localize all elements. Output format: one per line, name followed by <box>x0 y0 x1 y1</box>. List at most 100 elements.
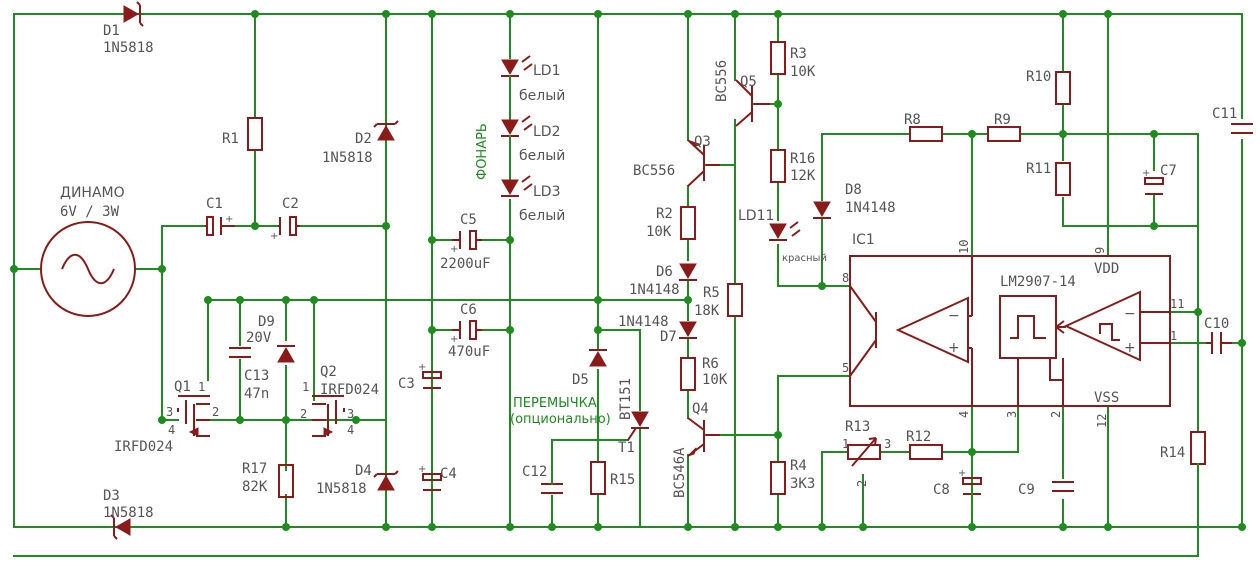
resistor-r16: R16 12K <box>770 149 816 184</box>
c6-ref: C6 <box>460 302 477 318</box>
capacitor-c5: + C5 2200uF <box>440 212 491 272</box>
r13-pin2: 2 <box>855 480 869 487</box>
c9-ref: C9 <box>1018 482 1035 498</box>
ic1-lm2907: − + − + IC1 LM2907-14 VDD VSS 8 5 10 9 1… <box>842 232 1184 428</box>
ld2-ref: LD2 <box>533 124 561 140</box>
r13-ref: R13 <box>845 419 870 435</box>
opamp2-plus: + <box>1124 340 1136 356</box>
r15-ref: R15 <box>610 472 635 488</box>
c13-value: 47n <box>244 386 269 402</box>
ld1-ref: LD1 <box>533 63 561 79</box>
c11-ref: C11 <box>1212 106 1237 122</box>
q2-value: IRFD024 <box>320 382 379 398</box>
opamp1-minus: − <box>948 308 960 324</box>
wires <box>13 13 1243 557</box>
r12-ref: R12 <box>906 429 931 445</box>
resistor-r9: R9 <box>987 112 1021 142</box>
led-ld1: LD1 белый <box>501 55 565 104</box>
resistor-r5: R5 18K <box>694 283 743 319</box>
d6-value: 1N4148 <box>629 282 680 298</box>
r2-ref: R2 <box>656 206 673 222</box>
diode-d4: D4 1N5818 <box>316 463 399 497</box>
d7-value: 1N4148 <box>618 314 669 330</box>
r13-pin1: 1 <box>842 437 849 451</box>
d9-value: 20V <box>246 330 272 346</box>
resistor-r12: R12 <box>906 429 943 460</box>
q1-value: IRFD024 <box>114 439 173 455</box>
ic1-pin11: 11 <box>1170 297 1184 311</box>
ic1-pin9: 9 <box>1093 247 1107 254</box>
r16-ref: R16 <box>790 151 815 167</box>
d3-ref: D3 <box>103 488 120 504</box>
r6-ref: R6 <box>702 356 719 372</box>
r8-ref: R8 <box>904 112 921 128</box>
dynamo-generator: ДИНАМО 6V / 3W <box>40 185 136 317</box>
r14-ref: R14 <box>1160 445 1185 461</box>
c5-plus: + <box>450 244 458 255</box>
capacitor-c9: C9 <box>1018 481 1074 498</box>
transistor-q5: Q5 BC556 <box>714 60 770 127</box>
ld3-value: белый <box>519 208 565 224</box>
d8-ref: D8 <box>845 182 862 198</box>
resistor-r14: R14 <box>1160 431 1206 465</box>
c4-plus: + <box>418 464 426 475</box>
r17-ref: R17 <box>242 461 267 477</box>
capacitor-c11: C11 <box>1212 106 1253 134</box>
jumper-label: ПЕРЕМЫЧКА <box>513 396 597 411</box>
diode-d9: D9 20V <box>246 314 295 363</box>
capacitor-c13: C13 47n <box>229 347 269 402</box>
diode-d7: 1N4148 D7 <box>618 314 697 345</box>
transistor-q4: Q4 BC546A <box>672 401 720 498</box>
thyristor-t1: T1 BT151 <box>618 378 649 456</box>
ic1-vss: VSS <box>1094 390 1119 406</box>
ic1-pin8: 8 <box>842 271 849 285</box>
ic1-pin10: 10 <box>957 240 971 254</box>
capacitor-c3: + C3 <box>398 362 442 392</box>
capacitor-c12: C12 <box>522 464 563 494</box>
jumper-sublabel: (опционально) <box>510 412 611 427</box>
resistor-r8: R8 <box>904 112 943 142</box>
d8-value: 1N4148 <box>845 200 896 216</box>
c7-ref: C7 <box>1160 163 1177 179</box>
ld11-value: красный <box>782 253 827 264</box>
capacitor-c1: + C1 <box>205 196 235 236</box>
ld11-ref: LD11 <box>738 208 774 224</box>
q2-pin3: 3 <box>347 407 354 421</box>
d9-ref: D9 <box>258 314 275 330</box>
led-ld3: LD3 белый <box>501 175 565 224</box>
mosfet-q2: Q2 IRFD024 1 2 3 4 <box>300 364 379 437</box>
led-ld11: LD11 красный <box>738 208 827 264</box>
q3-value: BC556 <box>633 163 675 179</box>
c12-ref: C12 <box>522 464 547 480</box>
c1-plus: + <box>225 214 233 225</box>
r11-ref: R11 <box>1026 161 1051 177</box>
r5-ref: R5 <box>703 285 720 301</box>
q2-pin2: 2 <box>300 407 307 421</box>
d4-ref: D4 <box>355 463 372 479</box>
t1-ref: T1 <box>618 440 635 456</box>
capacitor-c6: + C6 470uF <box>448 302 490 360</box>
c10-ref: C10 <box>1204 316 1229 332</box>
ic1-pin4: 4 <box>957 411 971 418</box>
d4-value: 1N5818 <box>316 481 367 497</box>
diode-d8: D8 1N4148 <box>813 182 896 219</box>
diode-d2: D2 1N5818 <box>322 120 399 166</box>
c2-ref: C2 <box>282 196 299 212</box>
transistor-q3: Q3 BC556 <box>633 134 720 187</box>
ic1-pin5: 5 <box>842 361 849 375</box>
r10-ref: R10 <box>1026 69 1051 85</box>
ic1-value: LM2907-14 <box>1000 274 1076 290</box>
c13-ref: C13 <box>244 368 269 384</box>
d3-value: 1N5818 <box>103 505 154 521</box>
r6-value: 10K <box>702 372 728 388</box>
d6-ref: D6 <box>656 264 673 280</box>
r9-ref: R9 <box>994 112 1011 128</box>
q5-value: BC556 <box>714 60 730 102</box>
d5-ref: D5 <box>572 372 589 388</box>
q2-pin4: 4 <box>347 423 354 437</box>
r13-pin3: 3 <box>884 437 891 451</box>
mosfet-q1: Q1 IRFD024 1 2 3 4 <box>114 379 219 455</box>
q1-pin4: 4 <box>168 423 175 437</box>
c5-ref: C5 <box>460 212 477 228</box>
